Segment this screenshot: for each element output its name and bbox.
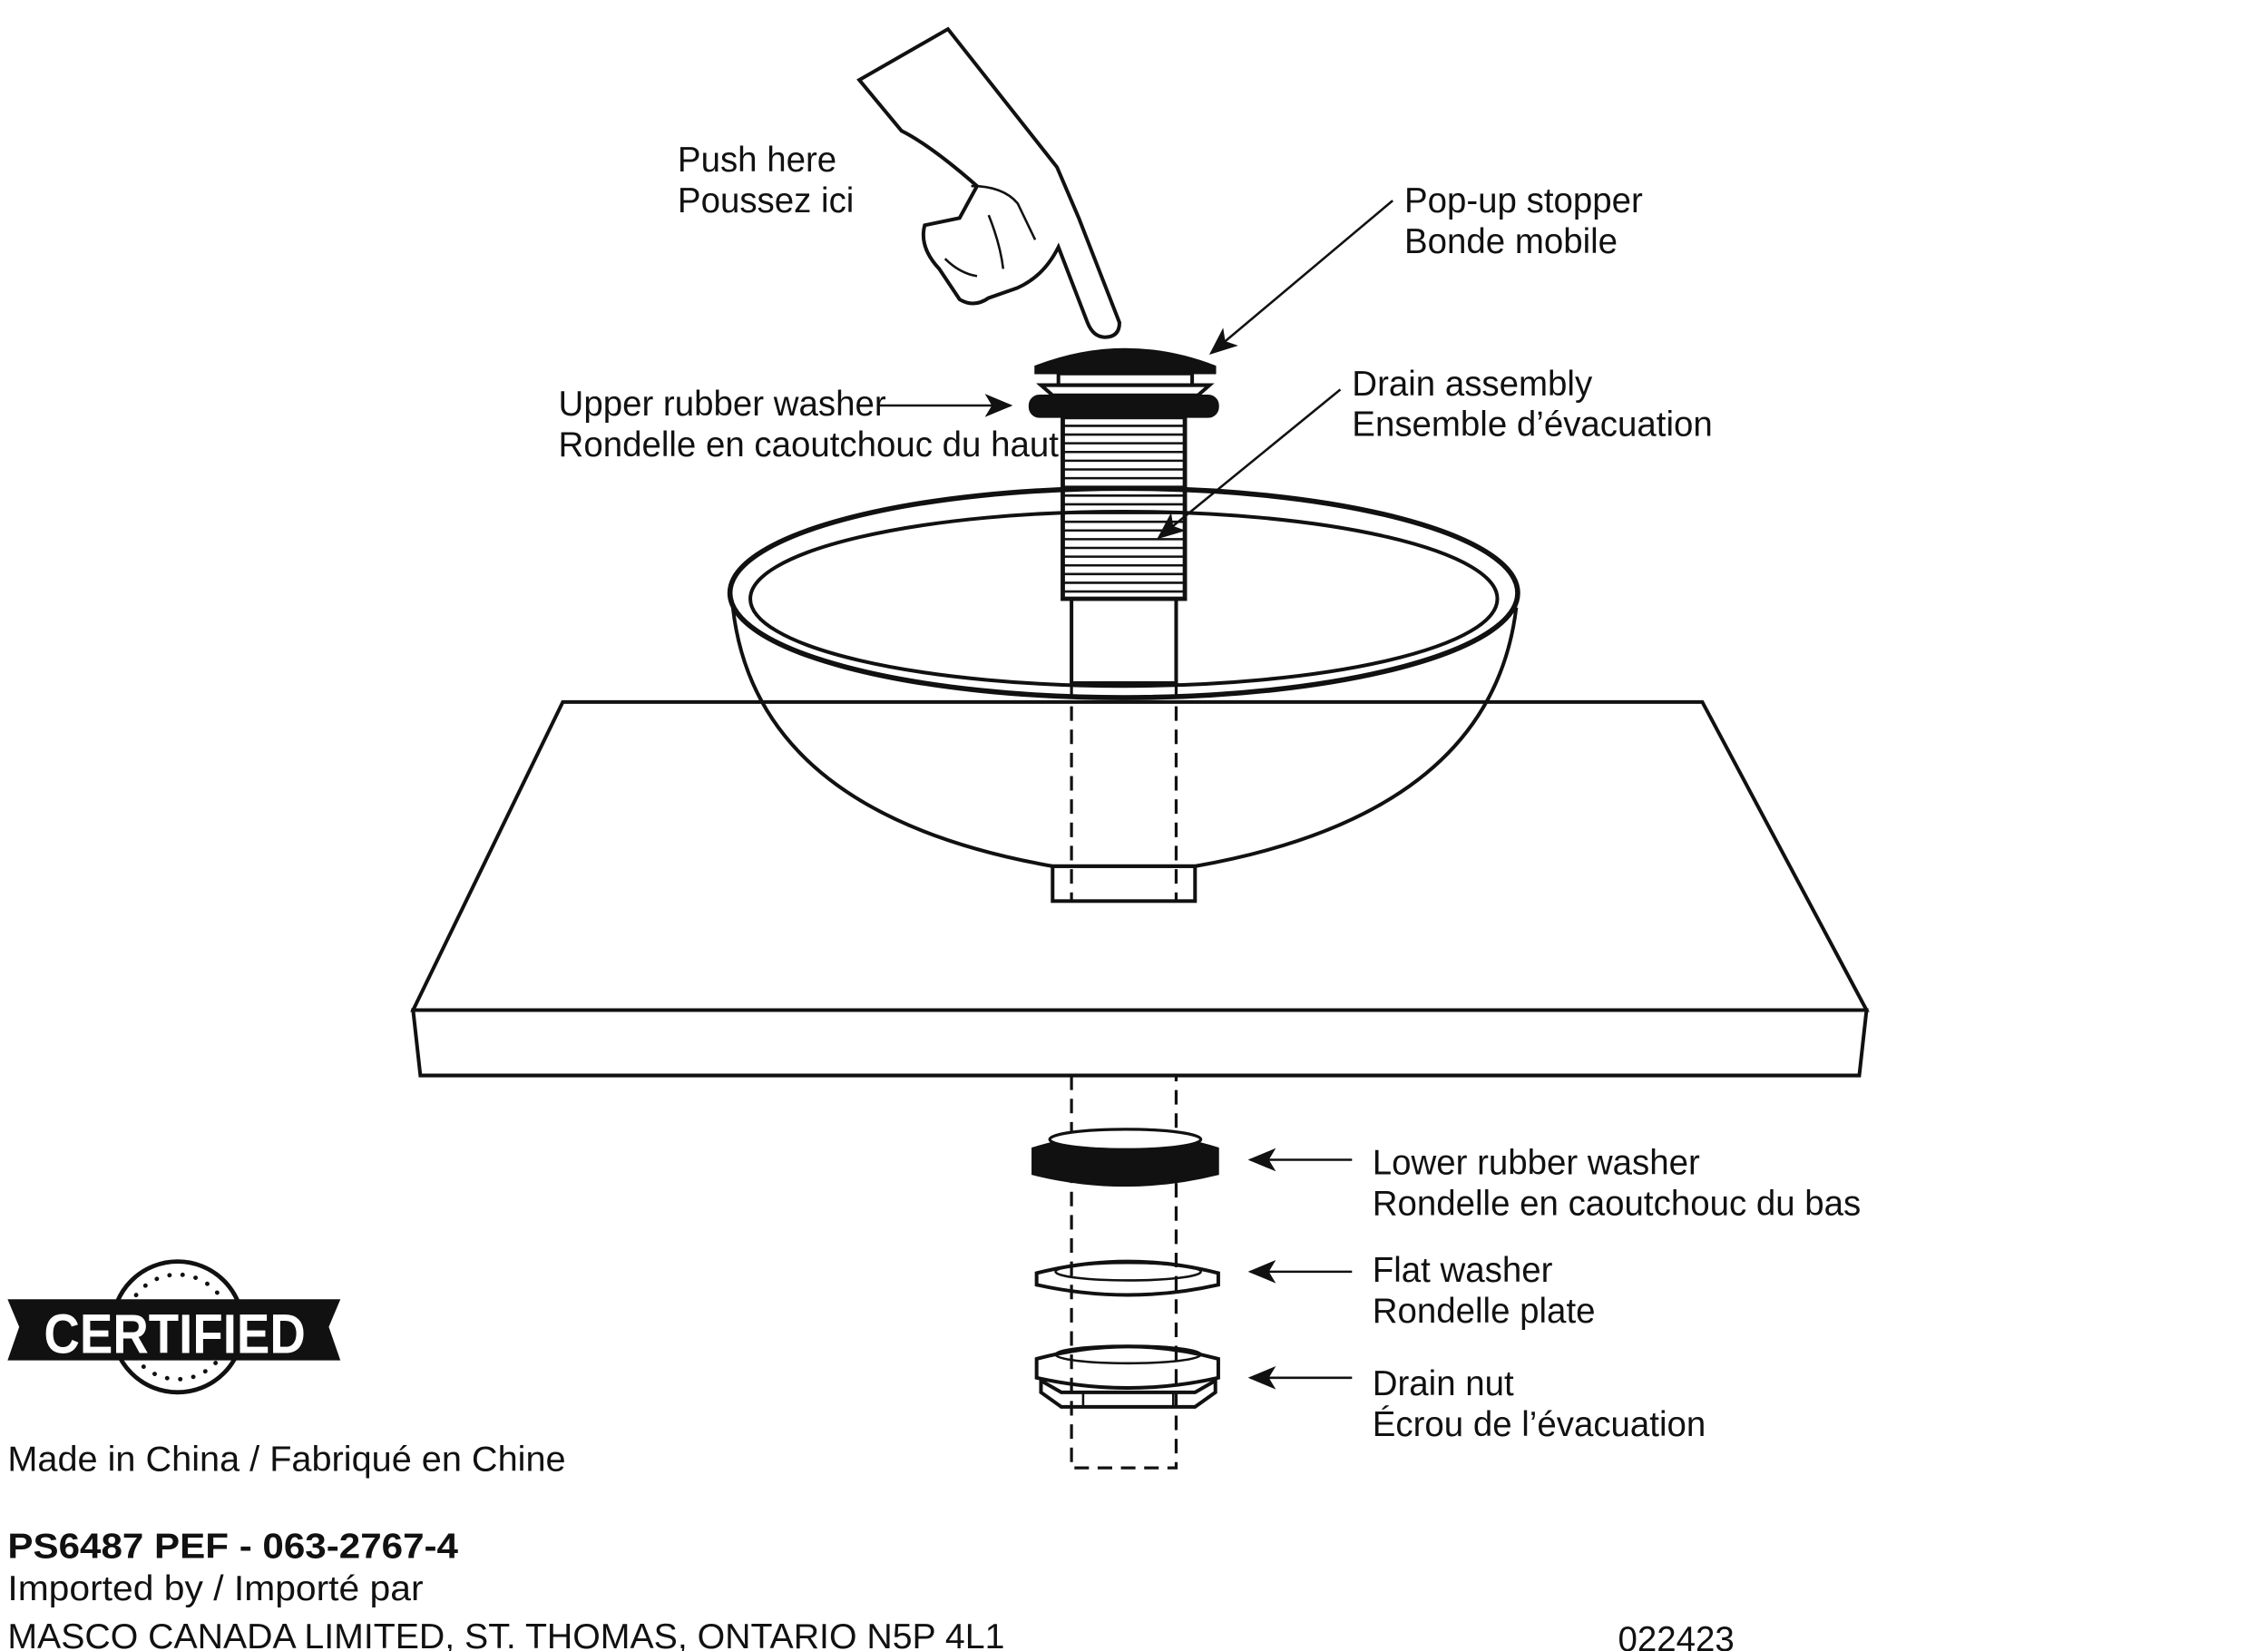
document-code: 022423 xyxy=(1618,1620,1735,1651)
drain-nut xyxy=(1034,1344,1220,1409)
hidden-pipe-outline xyxy=(1070,682,1178,1470)
upper-rubber-washer xyxy=(1028,394,1219,418)
countertop xyxy=(410,699,1870,1078)
flat-washer xyxy=(1034,1259,1220,1297)
flat-washer-label-fr: Rondelle plate xyxy=(1373,1292,1596,1331)
made-in-label: Made in China / Fabriqué en Chine xyxy=(7,1440,565,1479)
upper-washer-label: Upper rubber washer xyxy=(559,385,886,424)
hand-pointer-icon xyxy=(856,26,1121,339)
vessel-sink-bowl xyxy=(727,485,1520,904)
drain-assembly-arrow xyxy=(1157,388,1342,540)
drain-assembly-label-fr: Ensemble d’évacuation xyxy=(1352,405,1712,444)
push-here-label: Push here xyxy=(678,141,836,180)
pop-up-stopper xyxy=(1034,347,1217,397)
lower-rubber-washer xyxy=(1031,1128,1219,1187)
stopper-label: Pop-up stopper xyxy=(1404,181,1643,220)
imported-by-label: Imported by / Importé par xyxy=(7,1569,423,1608)
stopper-label-fr: Bonde mobile xyxy=(1404,222,1618,261)
drain-assembly-label: Drain assembly xyxy=(1352,365,1593,404)
drain-nut-label: Drain nut xyxy=(1373,1364,1514,1403)
flat-washer-label: Flat washer xyxy=(1373,1251,1553,1290)
upper-washer-label-fr: Rondelle en caoutchouc du haut xyxy=(559,425,1060,464)
drain-assembly xyxy=(1061,415,1188,685)
importer-address: MASCO CANADA LIMITED, ST. THOMAS, ONTARI… xyxy=(7,1617,1004,1651)
svg-text:CERTIFIED: CERTIFIED xyxy=(44,1304,305,1365)
drain-nut-label-fr: Écrou de l’évacuation xyxy=(1373,1405,1706,1444)
push-here-label-fr: Poussez ici xyxy=(678,181,854,220)
lower-washer-label-fr: Rondelle en caoutchouc du bas xyxy=(1373,1184,1862,1223)
lower-washer-label: Lower rubber washer xyxy=(1373,1144,1700,1183)
stopper-arrow xyxy=(1208,200,1394,355)
model-number: PS6487 PEF - 063-2767-4 xyxy=(7,1527,458,1566)
certified-logo: CERTIFIED xyxy=(7,1259,341,1395)
